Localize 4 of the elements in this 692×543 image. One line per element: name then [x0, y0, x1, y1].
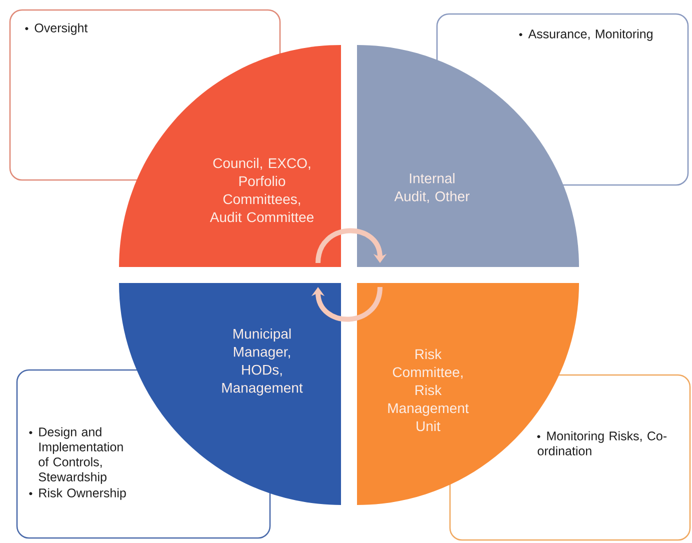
quadrant: Internal Audit, Other — [357, 45, 579, 267]
curved-arrow — [316, 228, 387, 264]
curved-arrow — [311, 286, 382, 322]
quadrant: Council, EXCO, Porfolio Committees, Audit Committee — [119, 45, 341, 267]
